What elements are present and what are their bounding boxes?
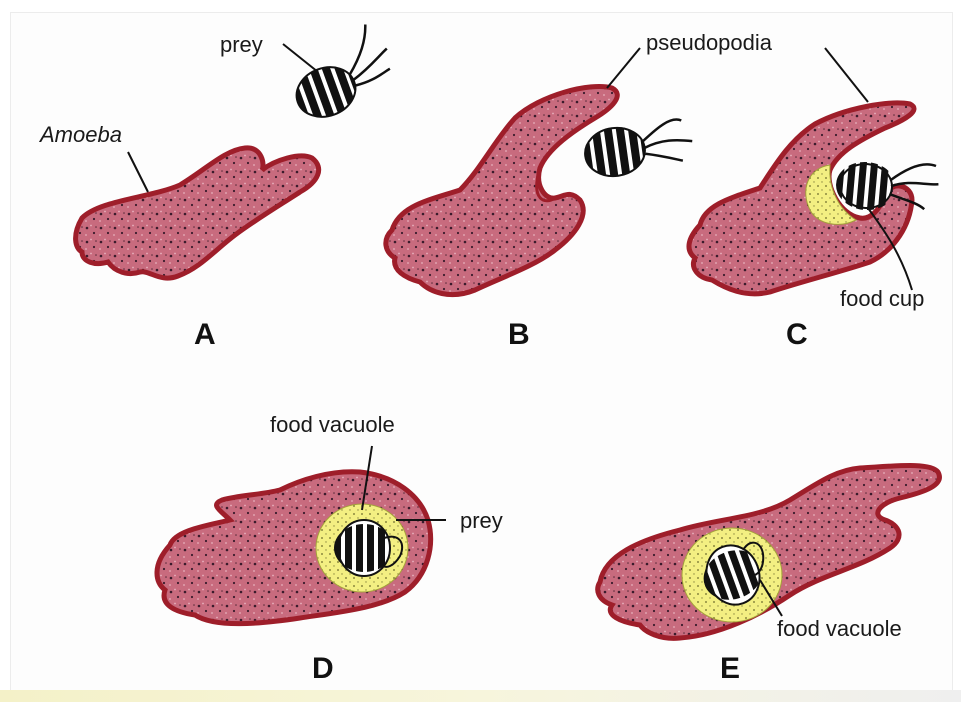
food-cup-label: food cup: [840, 286, 924, 312]
prey-a: [279, 20, 403, 127]
food-vacuole-label-d: food vacuole: [270, 412, 395, 438]
panel-label-a: A: [194, 318, 216, 352]
panel-label-e: E: [720, 652, 740, 686]
prey-label-d: prey: [460, 508, 503, 534]
panel-label-c: C: [786, 318, 808, 352]
panel-label-d: D: [312, 652, 334, 686]
bottom-strip: [0, 690, 961, 702]
food-vacuole-label-e: food vacuole: [777, 616, 902, 642]
amoeba-b: [386, 87, 617, 295]
amoeba-label: Amoeba: [40, 122, 122, 148]
amoeba-a: [76, 148, 319, 278]
prey-label-a: prey: [220, 32, 263, 58]
pseudopodia-label: pseudopodia: [646, 30, 772, 56]
prey-b: [580, 117, 696, 182]
panel-label-b: B: [508, 318, 530, 352]
